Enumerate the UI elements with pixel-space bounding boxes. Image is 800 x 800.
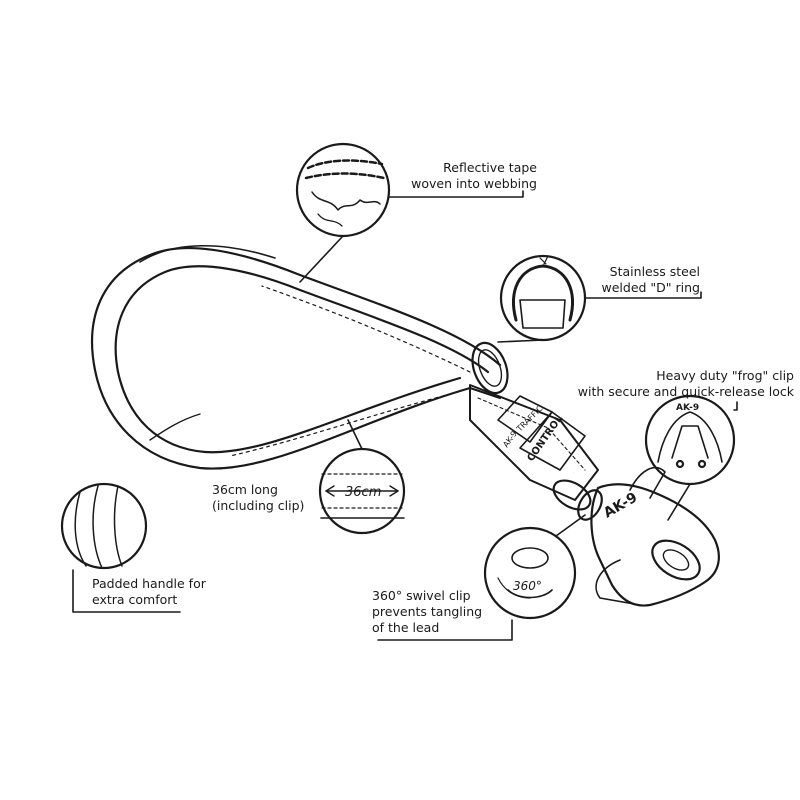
callout-frog-line2: with secure and quick-release lock xyxy=(577,384,794,399)
callout-dring-line1: Stainless steel xyxy=(609,264,700,279)
strap-connector xyxy=(469,384,599,501)
frog-detail-brand-text: AK-9 xyxy=(676,403,699,413)
callout-length-line2: (including clip) xyxy=(212,498,305,513)
callout-reflective-line2: woven into webbing xyxy=(411,176,537,191)
callout-padded: Padded handle for extra comfort xyxy=(92,576,206,608)
swivel-joint xyxy=(552,479,603,521)
callout-length: 36cm long (including clip) xyxy=(212,482,304,514)
swivel-detail-text: 360° xyxy=(513,579,542,593)
detail-padded-circle xyxy=(60,482,148,570)
callout-dring: Stainless steel welded "D" ring xyxy=(602,264,701,296)
callout-swivel: 360° swivel clip prevents tangling of th… xyxy=(372,588,482,636)
detail-reflective-circle xyxy=(295,142,391,238)
callout-frog-line1: Heavy duty "frog" clip xyxy=(656,368,794,383)
detail-dring-circle xyxy=(499,254,587,342)
frog-clip xyxy=(590,466,720,607)
callout-reflective-line1: Reflective tape xyxy=(443,160,537,175)
callout-reflective: Reflective tape woven into webbing xyxy=(411,160,537,192)
callout-swivel-line1: 360° swivel clip xyxy=(372,588,471,603)
callout-swivel-line2: prevents tangling xyxy=(372,604,483,619)
leader-lines xyxy=(72,190,738,641)
callout-padded-line1: Padded handle for xyxy=(92,576,206,591)
callout-dring-line2: welded "D" ring xyxy=(601,280,701,295)
detail-swivel-circle xyxy=(483,526,577,620)
callout-frog: Heavy duty "frog" clip with secure and q… xyxy=(578,368,794,400)
clip-brand-text: AK-9 xyxy=(601,490,640,522)
handle-loop xyxy=(91,244,502,470)
callout-padded-line2: extra comfort xyxy=(92,592,178,607)
length-detail-text: 36cm xyxy=(345,485,381,500)
d-ring xyxy=(471,341,509,395)
callout-swivel-line3: of the lead xyxy=(372,620,440,635)
callout-length-line1: 36cm long xyxy=(212,482,278,497)
